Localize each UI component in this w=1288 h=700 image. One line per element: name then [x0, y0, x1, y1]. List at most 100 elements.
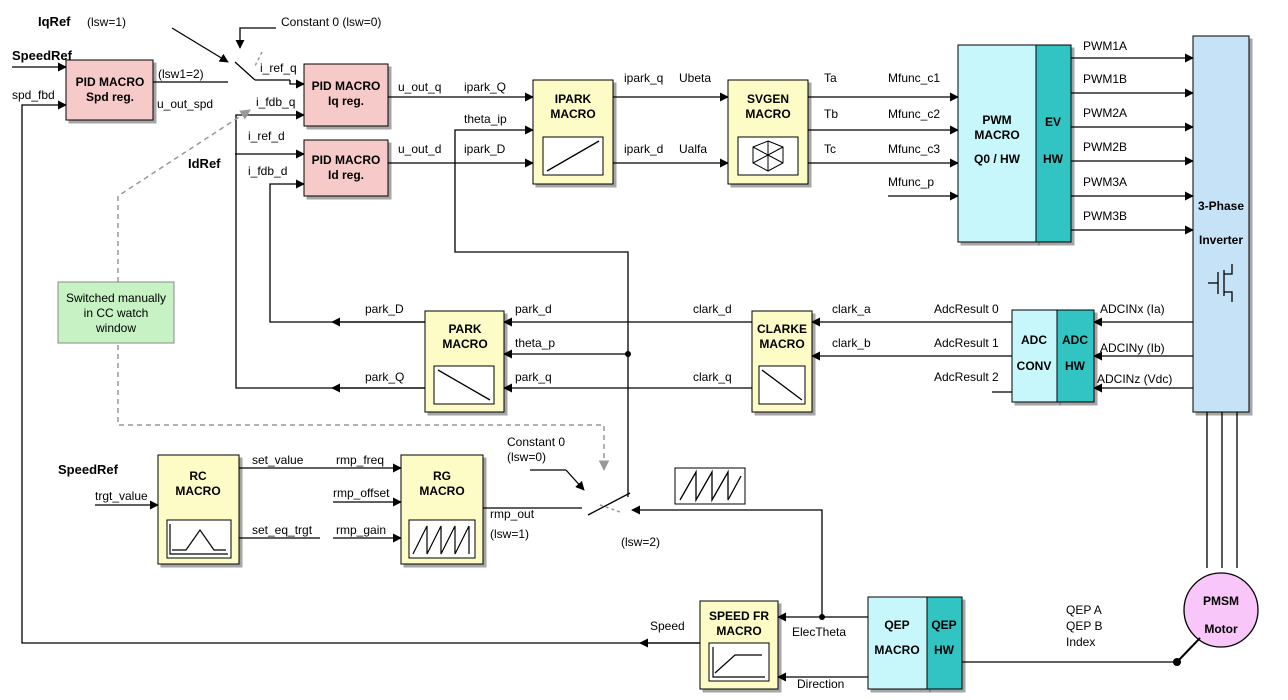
ta-label: Ta: [824, 71, 837, 85]
speedref2-label: SpeedRef: [58, 462, 119, 477]
ubeta-label: Ubeta: [679, 71, 711, 85]
qep-hw-block: QEP HW: [926, 596, 963, 690]
speed-label: Speed: [650, 619, 685, 633]
tb-label: Tb: [824, 107, 838, 121]
hexagon-icon: [752, 140, 784, 172]
note-line-3: window: [95, 321, 136, 335]
clarke-title: CLARKE: [757, 322, 807, 336]
ipark-D-label: ipark_D: [464, 142, 506, 156]
ramp-control-icon: [169, 524, 228, 555]
speed-fr-title: SPEED FR: [709, 609, 769, 623]
rmp-freq-label: rmp_freq: [336, 453, 384, 467]
rmp-out-label: rmp_out: [490, 507, 535, 521]
qep-b-label: QEP B: [1066, 619, 1102, 633]
rg-block: RG MACRO: [400, 454, 484, 565]
transistor-icon: [1208, 264, 1233, 302]
ipark-q-label: ipark_q: [624, 71, 663, 85]
qep-title: QEP: [884, 618, 909, 632]
mfunc-c2-label: Mfunc_c2: [888, 107, 940, 121]
mfunc-c3-label: Mfunc_c3: [888, 142, 940, 156]
signal-labels: IqRef (lsw=1) Constant 0 (lsw=0) SpeedRe…: [12, 14, 1172, 691]
park-title: PARK: [448, 322, 481, 336]
note-line-1: Switched manually: [66, 291, 166, 305]
pid-iq-block: PID MACRO Iq reg.: [303, 63, 389, 127]
sawtooth-waveform-icon: [674, 467, 746, 505]
inverter-title: 3-Phase: [1198, 199, 1244, 213]
rg-title: RG: [433, 469, 451, 483]
iqref-label: IqRef: [38, 14, 71, 29]
speed-fr-subtitle: MACRO: [716, 624, 761, 638]
clarke-block: CLARKE MACRO: [751, 310, 813, 413]
clark-q-label: clark_q: [693, 370, 732, 384]
clarke-transform-icon: [761, 369, 803, 401]
pwm2b-label: PWM2B: [1083, 140, 1127, 154]
rg-subtitle: MACRO: [419, 484, 464, 498]
ev-label: EV: [1045, 115, 1061, 129]
ipark-subtitle: MACRO: [550, 107, 595, 121]
park-D-label: park_D: [365, 302, 404, 316]
ualfa-label: Ualfa: [679, 142, 707, 156]
adcinz-label: ADCINz (Vdc): [1097, 372, 1172, 386]
svgen-title: SVGEN: [747, 92, 789, 106]
park-transform-icon: [437, 369, 491, 401]
pwm3b-label: PWM3B: [1083, 209, 1127, 223]
park-block: PARK MACRO: [424, 310, 505, 413]
pwm1a-label: PWM1A: [1083, 39, 1127, 53]
ev-hw-block: EV HW: [1035, 44, 1072, 243]
qep-block: QEP MACRO: [867, 596, 928, 690]
inverter-subtitle: Inverter: [1199, 233, 1243, 247]
adc-conv-subtitle: CONV: [1017, 359, 1052, 373]
manual-switch-note: Switched manually in CC watch window: [57, 281, 175, 344]
pid-id-title: PID MACRO: [312, 153, 381, 167]
adcresult2-label: AdcResult 2: [934, 370, 999, 384]
ipark-transform-icon: [546, 140, 600, 172]
i-fdb-q-label: i_fdb_q: [256, 95, 295, 109]
adc-hw-subtitle: HW: [1065, 359, 1086, 373]
theta-ip-label: theta_ip: [464, 112, 507, 126]
u-out-q-label: u_out_q: [398, 80, 441, 94]
speedref-label: SpeedRef: [12, 48, 73, 63]
pid-iq-title: PID MACRO: [312, 79, 381, 93]
pwm-q0-label: Q0 / HW: [974, 152, 1021, 166]
park-subtitle: MACRO: [442, 337, 487, 351]
u-out-spd-label: u_out_spd: [157, 97, 213, 111]
park-d-label: park_d: [515, 302, 552, 316]
i-ref-q-label: i_ref_q: [260, 61, 297, 75]
clark-b-label: clark_b: [832, 336, 871, 350]
i-fdb-d-label: i_fdb_d: [248, 164, 287, 178]
index-label: Index: [1066, 635, 1095, 649]
mfunc-p-label: Mfunc_p: [888, 175, 934, 189]
adc-conv-block: ADC CONV: [1011, 309, 1058, 403]
constant0-label: Constant 0 (lsw=0): [281, 15, 381, 29]
park-q-label: park_q: [515, 370, 552, 384]
adciny-label: ADCINy (Ib): [1100, 341, 1165, 355]
qep-a-label: QEP A: [1066, 603, 1102, 617]
rc-subtitle: MACRO: [175, 484, 220, 498]
tc-label: Tc: [824, 142, 836, 156]
constant0b-lsw0-label: (lsw=0): [507, 450, 546, 464]
ipark-title: IPARK: [555, 92, 592, 106]
ipark-block: IPARK MACRO: [532, 79, 614, 185]
note-line-2: in CC watch: [84, 306, 149, 320]
pid-iq-subtitle: Iq reg.: [328, 94, 364, 108]
electheta-label: ElecTheta: [792, 625, 846, 639]
motor-title: PMSM: [1203, 594, 1239, 608]
u-out-d-label: u_out_d: [398, 142, 441, 156]
speed-fr-block: SPEED FR MACRO: [699, 600, 779, 690]
ipark-Q-label: ipark_Q: [464, 80, 506, 94]
pid-speed-subtitle: Spd reg.: [86, 90, 134, 104]
idref-label: IdRef: [188, 156, 221, 171]
direction-label: Direction: [797, 677, 844, 691]
set-eq-trgt-label: set_eq_trgt: [252, 523, 313, 537]
clark-a-label: clark_a: [832, 302, 871, 316]
pwm1b-label: PWM1B: [1083, 72, 1127, 86]
trgt-value-label: trgt_value: [95, 489, 148, 503]
lsw1-2-label: (lsw1=2): [158, 67, 204, 81]
pwm3a-label: PWM3A: [1083, 175, 1127, 189]
set-value-label: set_value: [252, 453, 304, 467]
pid-id-block: PID MACRO Id reg.: [303, 139, 389, 197]
sawtooth-icon: [412, 525, 470, 555]
pmsm-motor: PMSM Motor: [1173, 572, 1259, 666]
rc-title: RC: [189, 469, 207, 483]
